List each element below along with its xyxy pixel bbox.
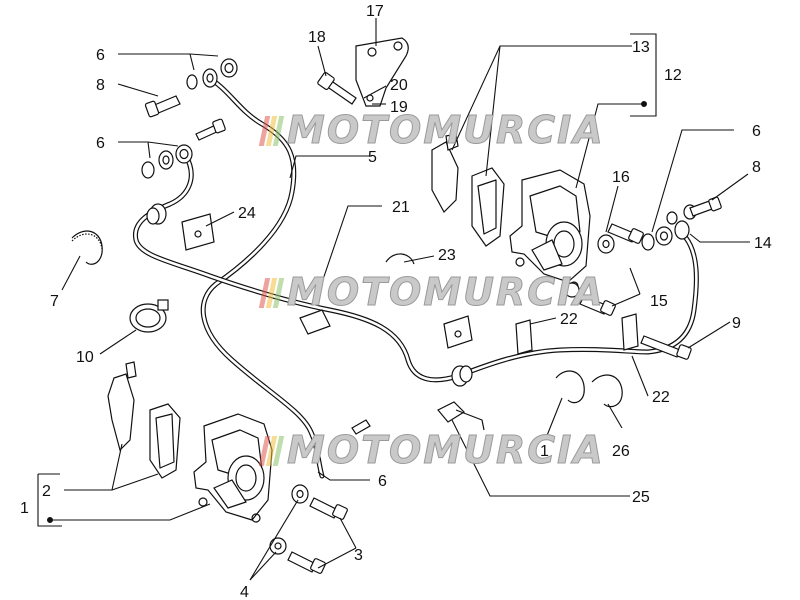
watermark-top: MOTOMURCIA bbox=[258, 108, 605, 155]
hose-clamp-10 bbox=[129, 299, 169, 333]
spring-clip-26 bbox=[591, 374, 623, 408]
watermark-text: MOTOMURCIA bbox=[287, 428, 605, 473]
callout-15: 15 bbox=[650, 293, 668, 310]
watermark-stripes bbox=[258, 431, 285, 475]
callout-6-d: 6 bbox=[378, 473, 387, 490]
hose-bracket-22 bbox=[515, 313, 639, 355]
callout-19: 19 bbox=[390, 99, 408, 116]
callout-1-left: 1 bbox=[20, 500, 29, 517]
callout-22-lower: 22 bbox=[652, 389, 670, 406]
caliper-1 bbox=[193, 413, 273, 523]
hose-clip-24 bbox=[181, 213, 215, 251]
leader-lines bbox=[37, 18, 750, 581]
hose-grommet-middle bbox=[451, 365, 473, 387]
hose-fitting-upper-left bbox=[141, 58, 238, 179]
watermark-bottom: MOTOMURCIA bbox=[258, 428, 605, 475]
callout-5: 5 bbox=[368, 149, 377, 166]
callout-2: 2 bbox=[42, 483, 51, 500]
watermark-stripes bbox=[258, 273, 285, 317]
hose-fitting-right bbox=[641, 196, 722, 251]
callout-26: 26 bbox=[612, 443, 630, 460]
hose-clip-mid bbox=[299, 309, 331, 335]
pad-set-13 bbox=[431, 133, 505, 247]
callout-8-left: 8 bbox=[96, 77, 105, 94]
hose-grommet-left bbox=[146, 203, 167, 225]
callout-4: 4 bbox=[240, 584, 249, 600]
callout-7: 7 bbox=[50, 293, 59, 310]
bolt-9 bbox=[640, 335, 692, 360]
bracket-17 bbox=[355, 37, 409, 107]
callout-24: 24 bbox=[238, 205, 256, 222]
callout-22-upper: 22 bbox=[560, 311, 578, 328]
hose-clip-23 bbox=[385, 253, 415, 265]
bracket-25 bbox=[437, 401, 485, 431]
pad-set-2 bbox=[107, 361, 181, 479]
watermark-text: MOTOMURCIA bbox=[287, 270, 605, 315]
bolt-18 bbox=[317, 72, 357, 105]
callout-10: 10 bbox=[76, 349, 94, 366]
callout-18: 18 bbox=[308, 29, 326, 46]
callout-6-c: 6 bbox=[752, 123, 761, 140]
banjo-bolt-8-left bbox=[144, 95, 181, 118]
callout-8-right: 8 bbox=[752, 159, 761, 176]
bracket-24b bbox=[443, 315, 473, 349]
callout-6-b: 6 bbox=[96, 135, 105, 152]
callout-16: 16 bbox=[612, 169, 630, 186]
caliper-1-bolts bbox=[269, 419, 371, 574]
spring-clip-1 bbox=[555, 370, 585, 404]
spring-clip-7 bbox=[71, 230, 103, 265]
caliper-12 bbox=[509, 169, 591, 291]
callout-23: 23 bbox=[438, 247, 456, 264]
callout-21: 21 bbox=[392, 199, 410, 216]
callout-6-a: 6 bbox=[96, 47, 105, 64]
callout-labels: 1 2 3 4 5 6 6 6 6 7 8 8 9 10 12 13 14 15… bbox=[20, 3, 772, 600]
watermark-middle: MOTOMURCIA bbox=[258, 270, 605, 317]
callout-20: 20 bbox=[390, 77, 408, 94]
callout-25: 25 bbox=[632, 489, 650, 506]
callout-9: 9 bbox=[732, 315, 741, 332]
callout-3: 3 bbox=[354, 547, 363, 564]
callout-14: 14 bbox=[754, 235, 772, 252]
caliper-12-bolts bbox=[564, 223, 644, 316]
brake-hose-21 bbox=[132, 153, 699, 383]
watermark-stripes bbox=[258, 111, 285, 155]
callout-17: 17 bbox=[366, 3, 384, 20]
callout-12: 12 bbox=[664, 67, 682, 84]
callout-13: 13 bbox=[632, 39, 650, 56]
callout-1-right: 1 bbox=[540, 443, 549, 460]
watermark-text: MOTOMURCIA bbox=[287, 108, 605, 153]
screw-left bbox=[195, 118, 226, 141]
